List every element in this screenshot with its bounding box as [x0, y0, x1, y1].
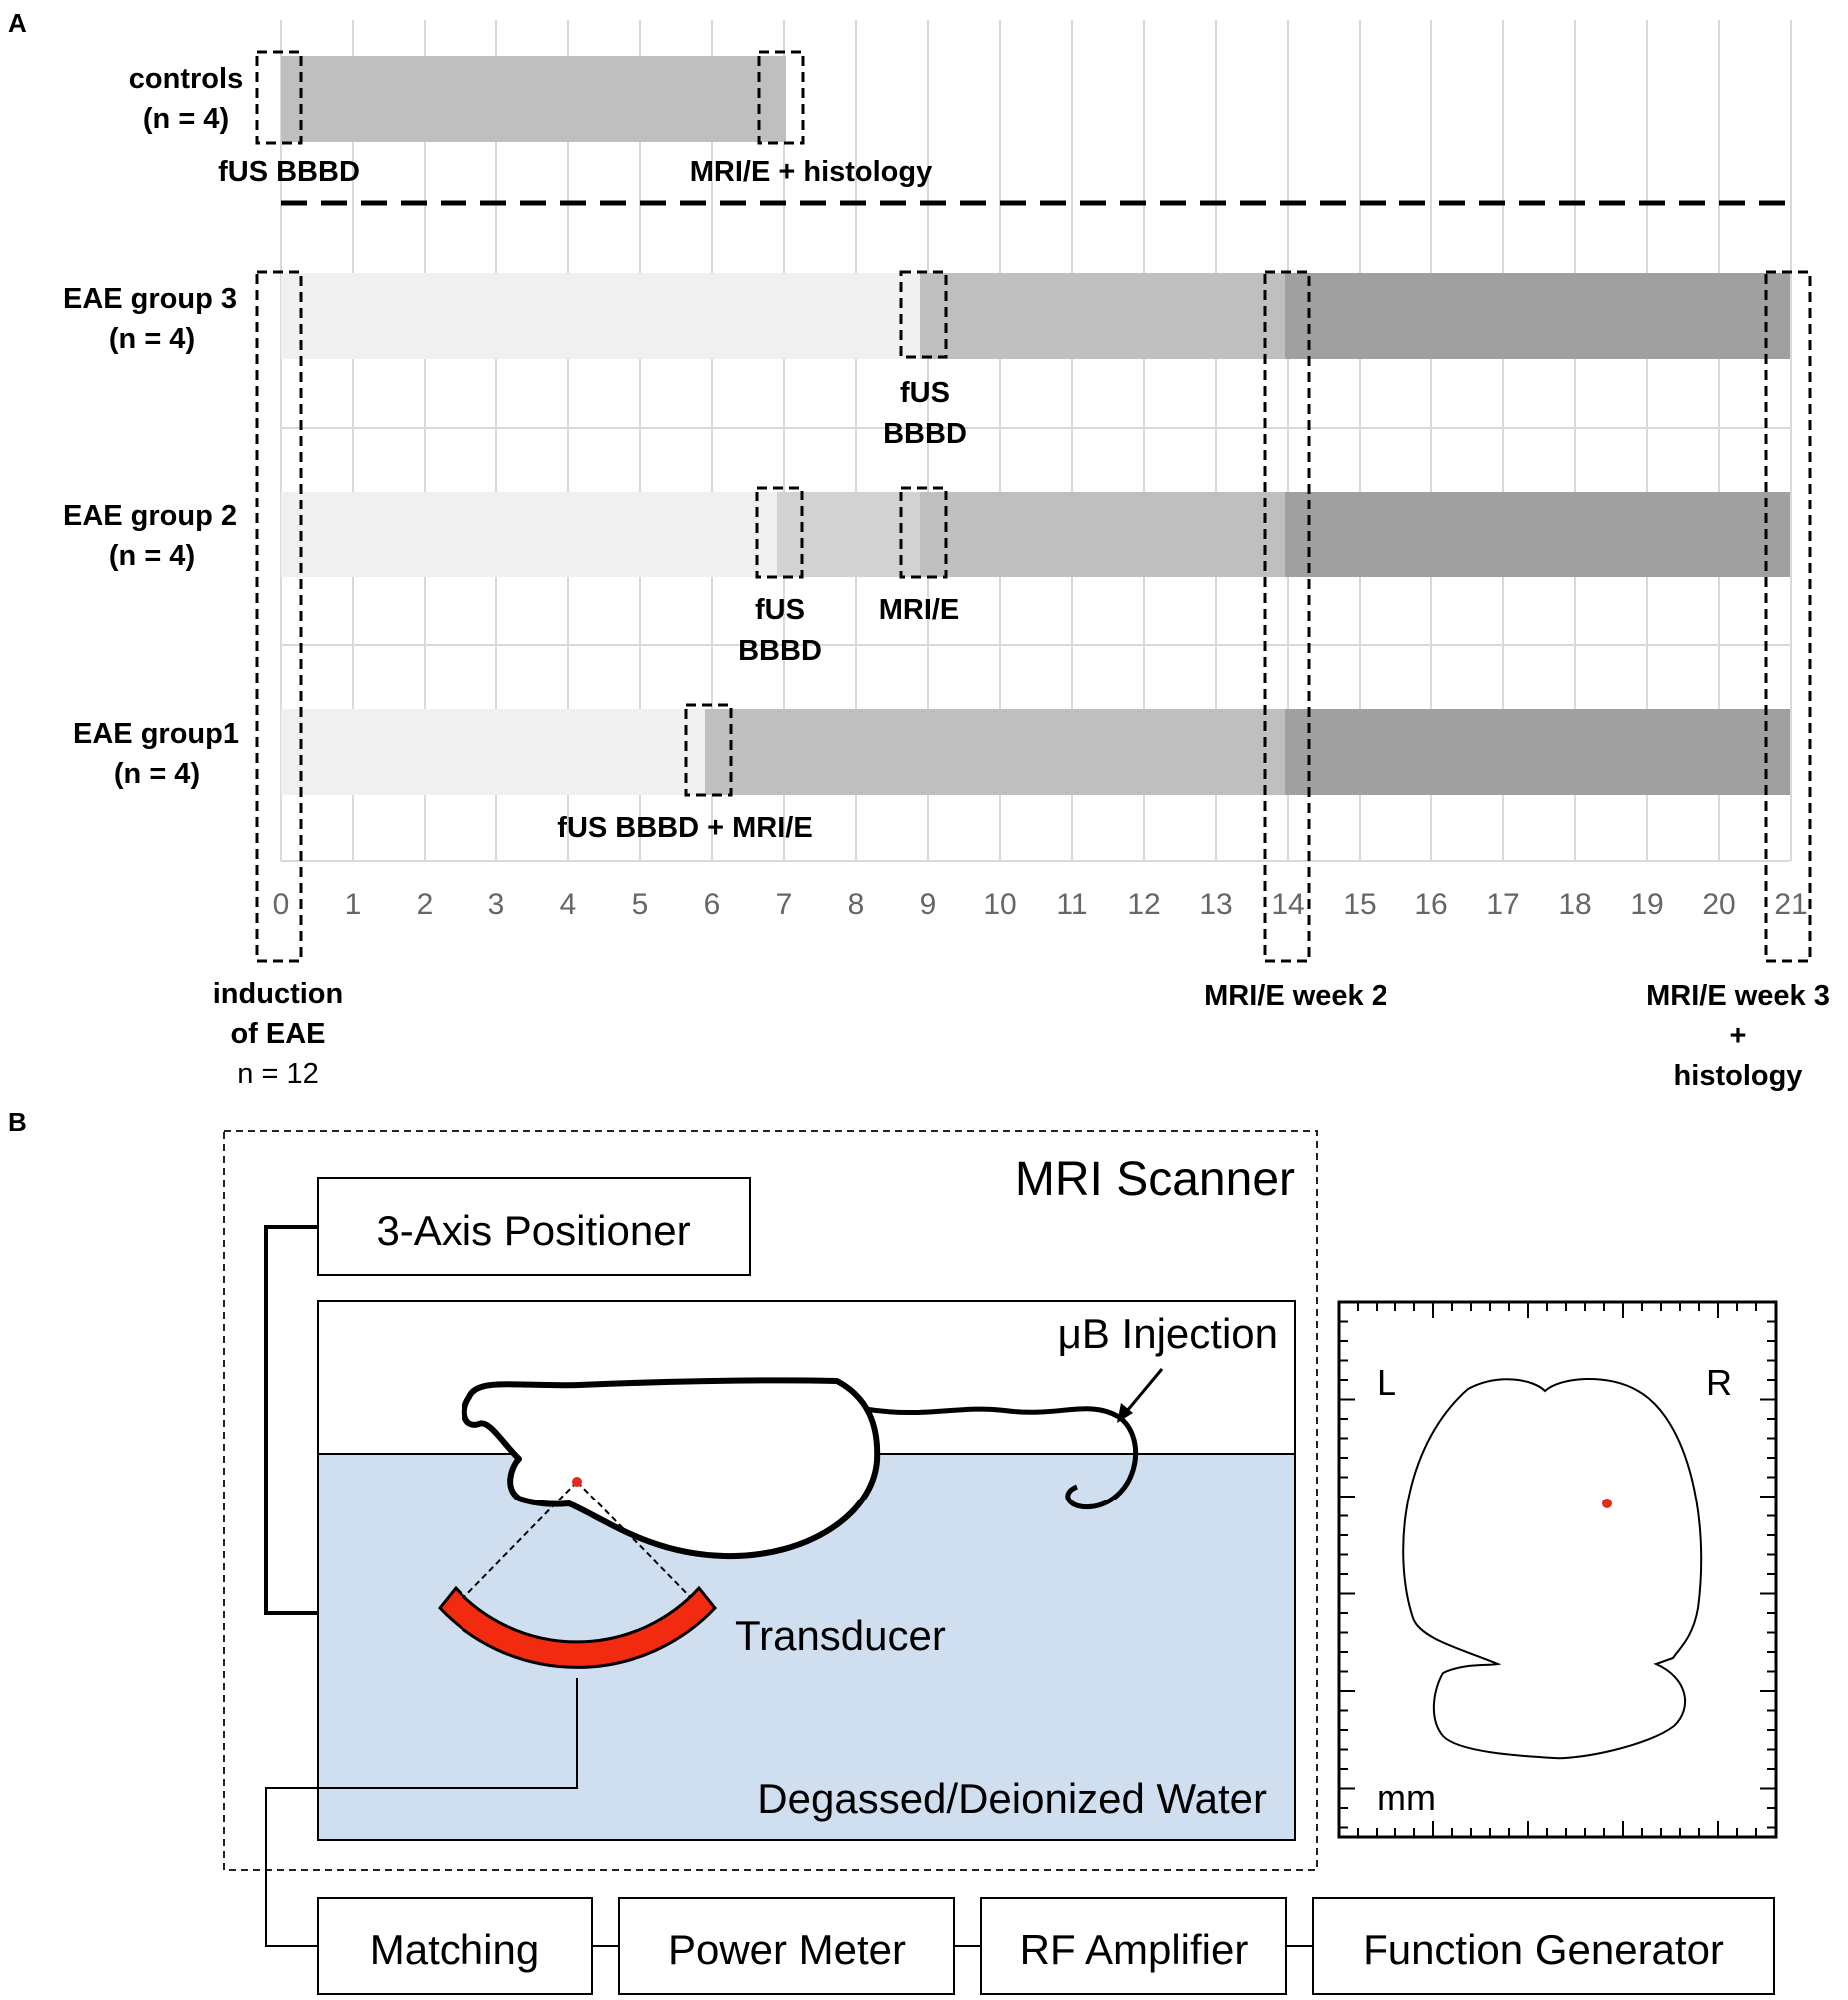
g2-fus-label-2: BBBD	[738, 635, 822, 667]
day-label-17: 17	[1486, 888, 1519, 921]
day-label-12: 12	[1127, 888, 1160, 921]
positioner-box	[317, 1177, 751, 1276]
g3-fus-label-1: fUS	[900, 377, 950, 409]
day-label-6: 6	[704, 888, 721, 921]
day-label-9: 9	[920, 888, 937, 921]
function-generator-label: Function Generator	[1363, 1926, 1724, 1973]
day-label-0: 0	[273, 888, 290, 921]
mri-scanner-label: MRI Scanner	[1015, 1153, 1295, 1206]
day-label-20: 20	[1702, 888, 1735, 921]
week3-label-1: MRI/E week 3	[1646, 980, 1830, 1012]
induction-label-2: of EAE	[230, 1018, 325, 1050]
controls-fus-label: fUS BBBD	[218, 156, 360, 188]
controls-label: controls	[129, 63, 243, 95]
week2-label: MRI/E week 2	[1204, 980, 1387, 1012]
injection-label: μB Injection	[1058, 1310, 1278, 1357]
power-meter-label: Power Meter	[668, 1926, 906, 1973]
brain-focus-point	[1602, 1499, 1612, 1508]
eae-group2-label: EAE group 2	[63, 500, 237, 532]
day-label-4: 4	[560, 888, 577, 921]
power-meter-box	[618, 1897, 955, 1995]
brain-map-ticks	[1339, 1302, 1776, 1837]
eae-group1-label: EAE group1	[73, 718, 239, 750]
eae-group2-bar	[281, 492, 1790, 577]
matching-label: Matching	[370, 1926, 539, 1973]
brain-unit-label: mm	[1377, 1777, 1436, 1818]
induction-box	[255, 270, 303, 963]
day-label-2: 2	[417, 888, 434, 921]
g2-mri-label: MRI/E	[879, 594, 960, 626]
day-label-21: 21	[1774, 888, 1807, 921]
day-label-8: 8	[848, 888, 865, 921]
event-boxes	[255, 50, 1812, 963]
day-label-3: 3	[488, 888, 505, 921]
transducer	[438, 1585, 717, 1669]
g2-fus-label-1: fUS	[755, 594, 805, 626]
g3-fus-box	[899, 270, 948, 359]
day-label-1: 1	[345, 888, 362, 921]
induction-n-label: n = 12	[237, 1058, 318, 1090]
day-label-7: 7	[776, 888, 793, 921]
day-label-13: 13	[1199, 888, 1232, 921]
week3-box	[1764, 270, 1812, 963]
week2-box	[1263, 270, 1311, 963]
brain-left-label: L	[1377, 1362, 1396, 1403]
g1-event-box	[684, 703, 733, 797]
injection-arrowhead	[1117, 1403, 1133, 1423]
eae-group3-bar	[281, 273, 1790, 359]
day-label-18: 18	[1558, 888, 1591, 921]
week3-label-3: histology	[1674, 1060, 1803, 1092]
eae-group3-n: (n = 4)	[109, 323, 195, 355]
controls-end-box	[757, 50, 805, 145]
day-label-15: 15	[1343, 888, 1376, 921]
g2-fus-box	[755, 486, 804, 579]
brain-outline	[1402, 1377, 1703, 1760]
day-label-19: 19	[1630, 888, 1663, 921]
eae-group1-bar	[281, 709, 1790, 795]
beam-line-left	[455, 1481, 578, 1607]
positioner-label: 3-Axis Positioner	[376, 1207, 690, 1254]
eae-group1-n: (n = 4)	[114, 758, 200, 790]
transducer-label: Transducer	[735, 1612, 946, 1659]
mouse-tail	[864, 1406, 1138, 1510]
g3-fus-label-2: BBBD	[883, 418, 967, 450]
day-label-10: 10	[983, 888, 1016, 921]
timeline-row-lines	[281, 427, 1790, 862]
day-label-11: 11	[1056, 888, 1087, 921]
transducer-cable	[265, 1678, 578, 1947]
day-label-5: 5	[632, 888, 649, 921]
day-label-16: 16	[1414, 888, 1447, 921]
panel-b-label: B	[8, 1107, 27, 1137]
g1-event-label: fUS BBBD + MRI/E	[557, 812, 812, 844]
focus-point	[572, 1477, 582, 1487]
rf-amplifier-label: RF Amplifier	[1020, 1926, 1249, 1973]
injection-arrow	[1120, 1368, 1164, 1418]
function-generator-box	[1312, 1897, 1775, 1995]
panel-a-label: A	[8, 8, 27, 38]
beam-line-right	[576, 1481, 700, 1607]
week3-label-2: +	[1730, 1020, 1747, 1052]
brain-right-label: R	[1706, 1362, 1732, 1403]
induction-label-1: induction	[213, 978, 343, 1010]
eae-group2-n: (n = 4)	[109, 540, 195, 572]
eae-group3-label: EAE group 3	[63, 283, 237, 315]
controls-n: (n = 4)	[143, 103, 229, 135]
controls-end-label: MRI/E + histology	[690, 156, 933, 188]
controls-fus-box	[255, 50, 303, 145]
water-label: Degassed/Deionized Water	[757, 1775, 1267, 1822]
g2-mri-box	[899, 486, 948, 579]
mouse-body	[461, 1377, 881, 1560]
mri-scanner-box	[223, 1130, 1318, 1871]
day-label-14: 14	[1271, 888, 1304, 921]
controls-bar	[281, 56, 786, 142]
rf-amplifier-box	[980, 1897, 1287, 1995]
